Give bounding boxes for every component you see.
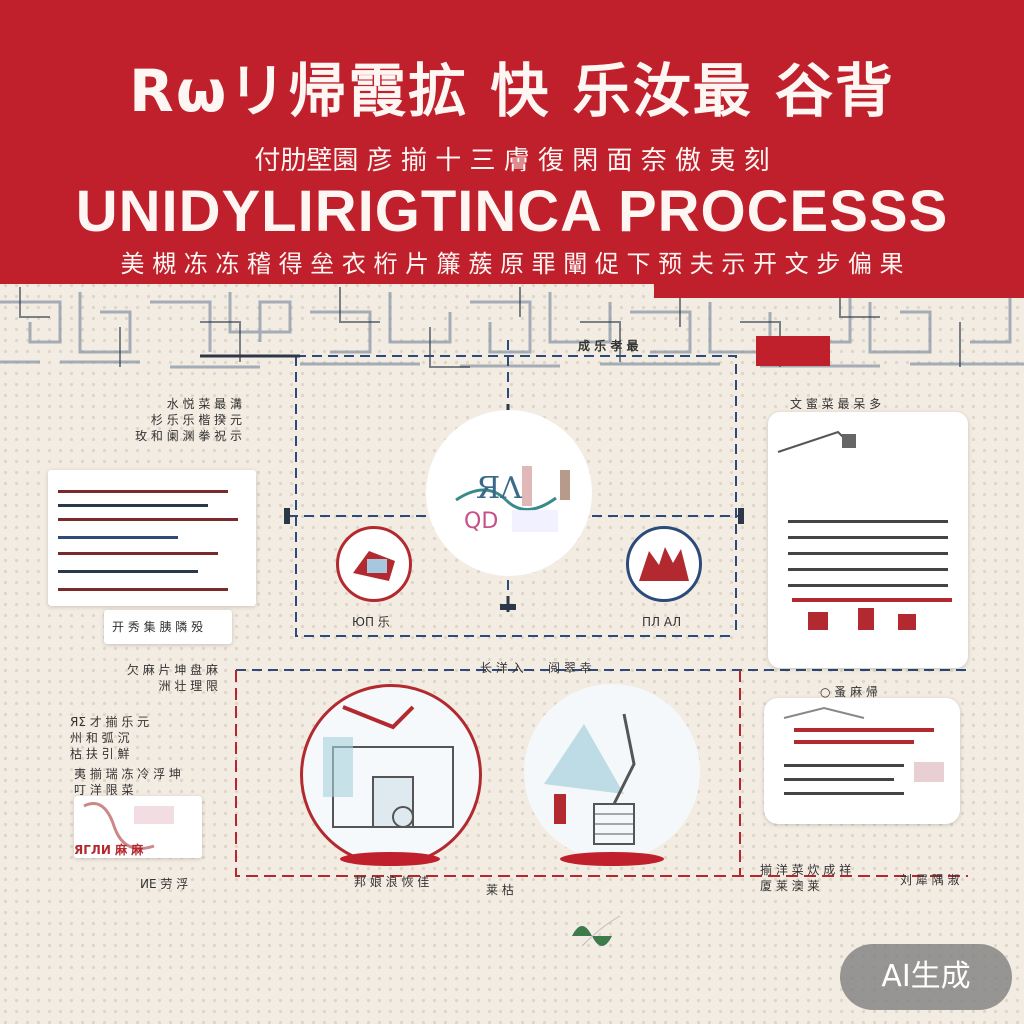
stage-icon [353, 551, 395, 581]
bottom-center-circle [524, 684, 700, 860]
left-ring-node [336, 526, 412, 602]
mountain-icon [639, 547, 689, 581]
right-ring-node [626, 526, 702, 602]
mid-label-1: 长 洋 入 [480, 661, 524, 675]
left-note-4: 夷 揃 瑞 冻 冷 浮 坤 叮 洋 限 菜 [74, 767, 181, 797]
left-card-caption: 开 秀 集 胰 隣 殁 [112, 620, 204, 634]
left-lower-graphic [83, 802, 174, 850]
bottom-left-circle [300, 684, 482, 866]
top-center-label: 成 乐 孝 最 [578, 339, 639, 353]
figure-illustration-icon [544, 713, 636, 845]
card-line [58, 570, 198, 573]
bottom-mid-label-2: 莱 枯 [486, 883, 514, 897]
maze-pattern [0, 287, 1024, 369]
right-lower-card [764, 698, 960, 824]
left-ring-caption: ЮП 乐 [352, 615, 390, 629]
center-node: ЯΛ QD [426, 410, 592, 576]
banner-subtitle-2: 美 槻 冻 冻 稽 得 垒 衣 桁 片 簾 蔟 原 罪 闡 促 下 预 夫 示 … [120, 250, 904, 278]
card-line [58, 490, 228, 493]
right-lower-graphic [783, 706, 944, 795]
bottom-right-label-2: 刘 犀 隅 淑 [900, 873, 960, 887]
bottom-mid-label-1: 邦 娘 浪 恢 佳 [354, 875, 430, 889]
svg-text:QD: QD [464, 509, 498, 534]
center-emblem-icon: ЯΛ QD [455, 466, 570, 534]
bottom-center-base [560, 852, 664, 866]
left-note-2: 欠 麻 片 坤 盘 麻 洲 壮 理 限 [126, 663, 218, 693]
card-line [58, 552, 218, 555]
right-mid-label: ○ 蚤 麻 帰 [820, 685, 878, 699]
left-note-3: ЯΣ 才 揃 乐 元 州 和 弧 沉 枯 扶 引 鮮 [70, 715, 150, 761]
right-card-graphic [777, 430, 952, 630]
mid-label-2: 阅 翠 幸 [548, 661, 592, 675]
left-bottom-label: ИЕ 劳 浮 [140, 877, 189, 891]
banner-subtitle: 付肋壁園 彦 揃 十 三 膚 復 閑 面 奈 傲 夷 刻 [254, 146, 770, 176]
leaf-icon [572, 915, 621, 947]
left-note-1: 水 悦 菜 最 溝 杉 乐 乐 楷 揆 元 玫 和 阑 渊 拳 祝 示 [135, 397, 242, 443]
left-card2-caption: ЯГЛИ 麻 麻 [74, 843, 144, 857]
left-info-card [48, 470, 256, 606]
card-line [58, 518, 238, 521]
svg-text:ЯΛ: ЯΛ [476, 471, 522, 506]
left-card-caption-box: 开 秀 集 胰 隣 殁 [104, 610, 232, 644]
red-accent-tab [756, 336, 830, 366]
ai-generated-badge: AI生成 [840, 944, 1012, 1010]
left-lower-card [74, 796, 202, 858]
card-line [58, 588, 228, 591]
banner-title: Rωリ帰霞拡 快 乐汝最 谷背 [129, 57, 895, 125]
room-illustration-icon [323, 705, 454, 828]
red-accent-strip [654, 284, 1024, 298]
banner-english-title: UNIDYLIRIGTINCA PROCESSS [75, 179, 949, 244]
right-ring-caption: ΠЛ АЛ [642, 615, 682, 629]
header-banner: Rωリ帰霞拡 快 乐汝最 谷背 付肋壁園 彦 揃 十 三 膚 復 閑 面 奈 傲… [0, 0, 1024, 284]
right-info-card [768, 412, 968, 668]
bottom-right-label-1: 揃 洋 菜 炊 成 祥 厦 莱 澳 莱 [760, 863, 852, 893]
card-line [58, 504, 208, 507]
card-line [58, 536, 178, 539]
bottom-left-base [340, 852, 440, 866]
